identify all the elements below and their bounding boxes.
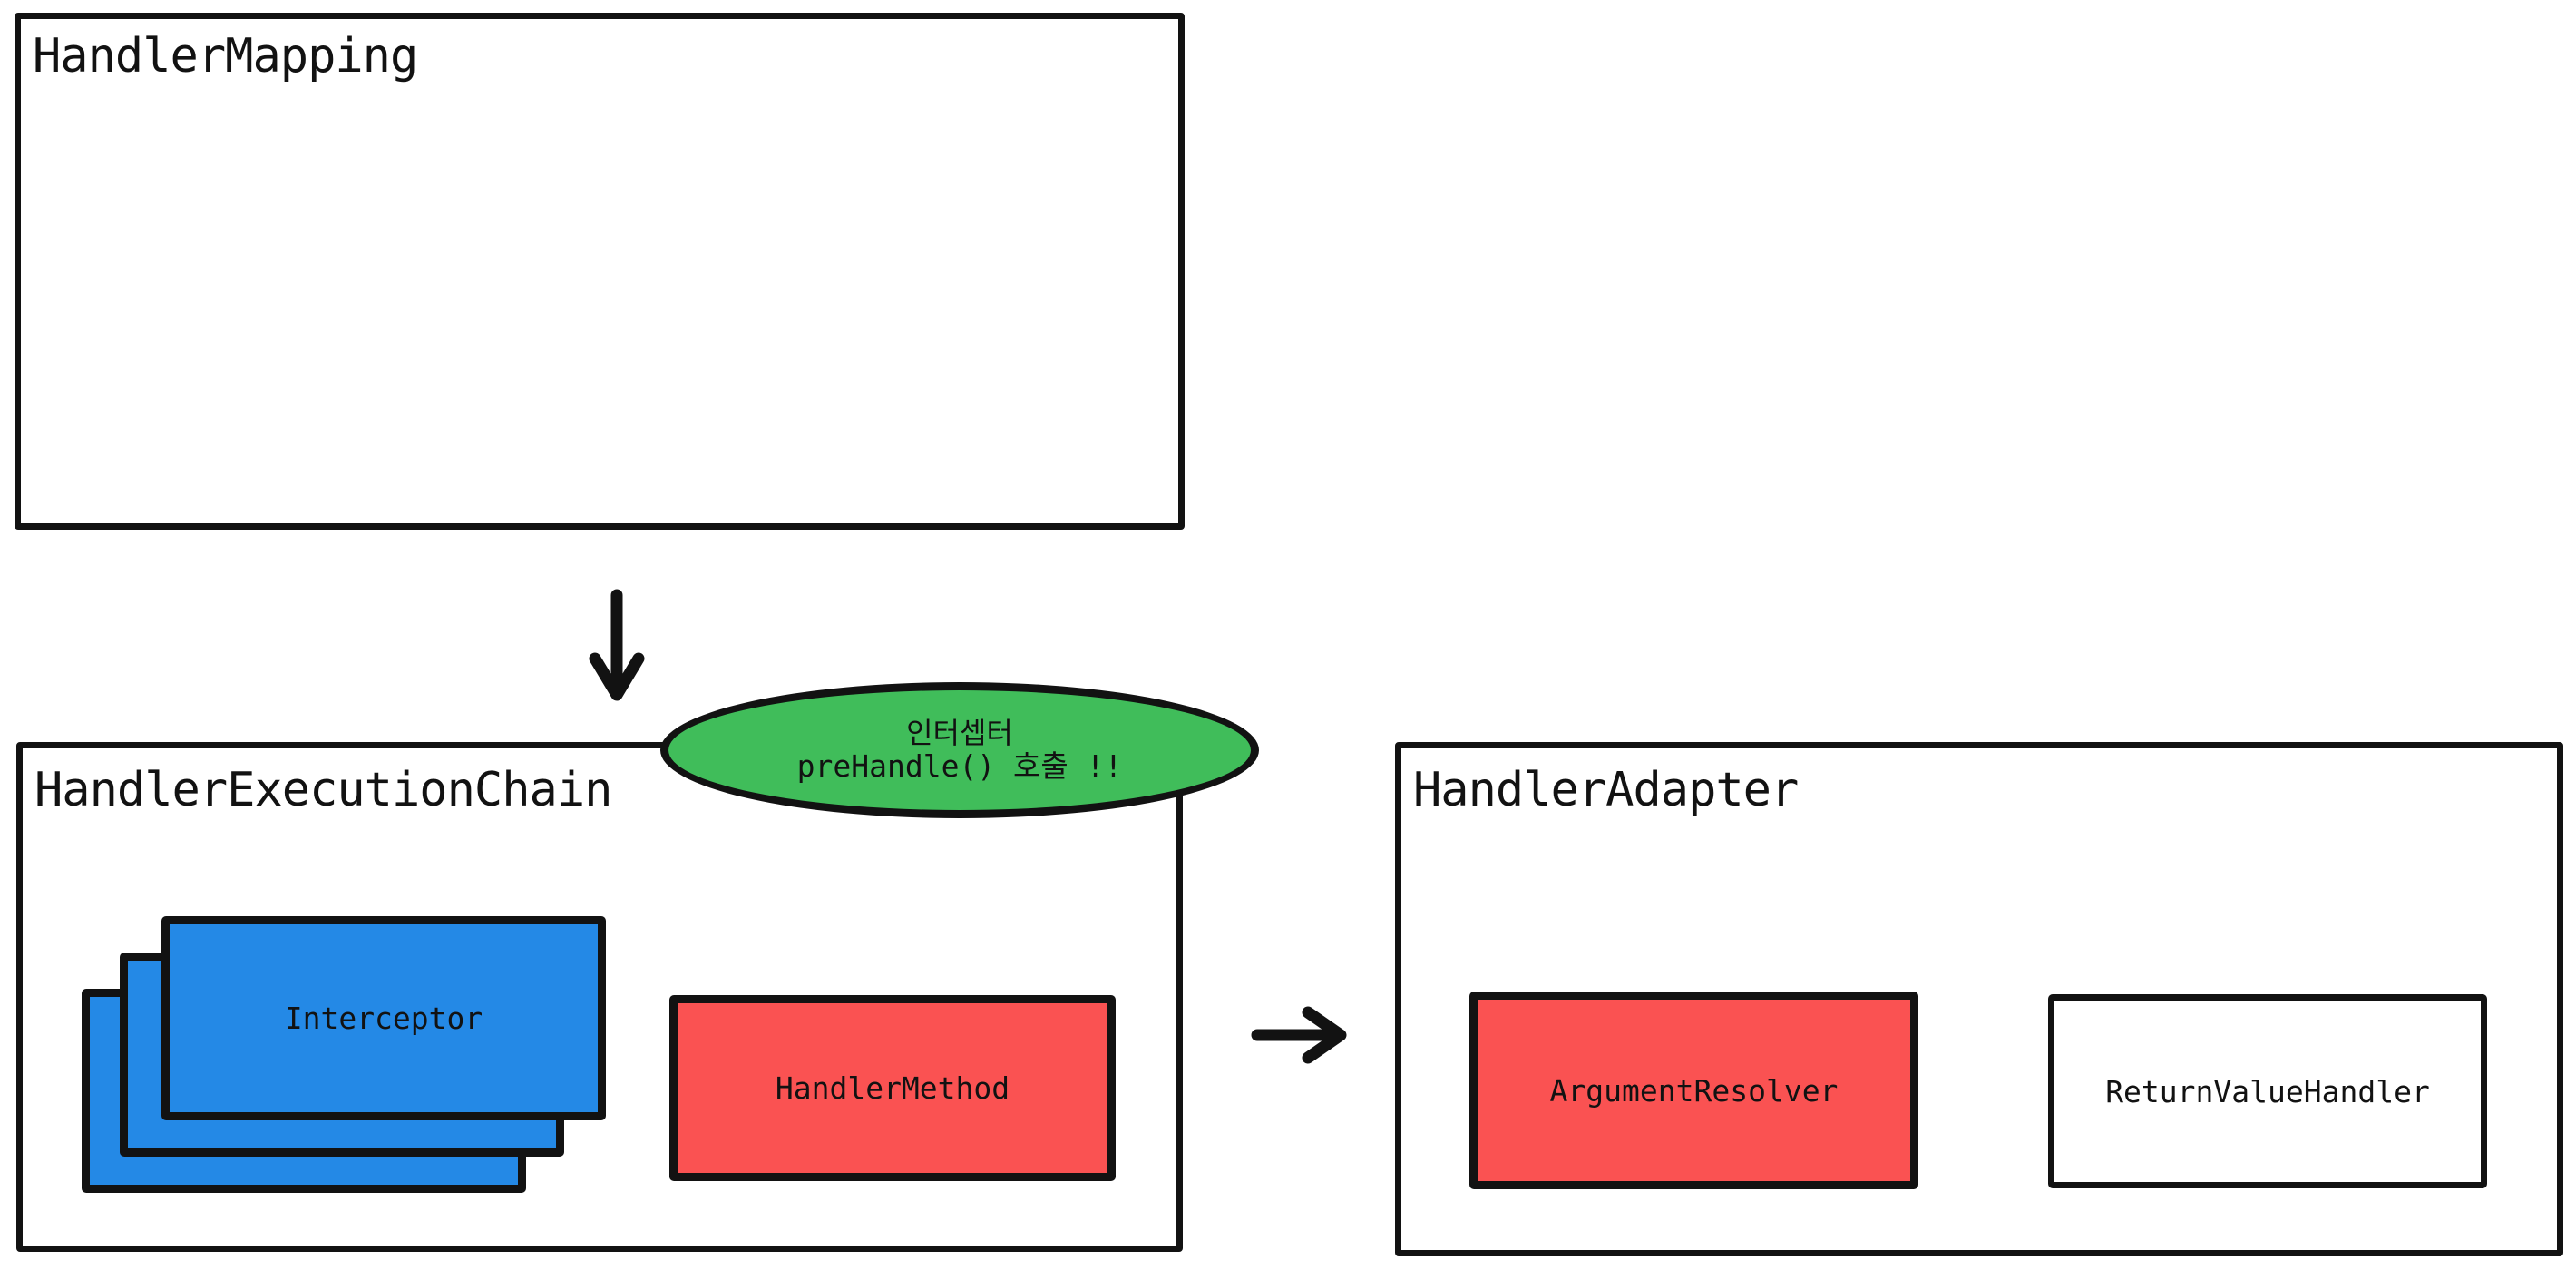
handler-mapping-title: HandlerMapping <box>33 29 418 83</box>
handler-mapping-box[interactable] <box>15 13 1185 530</box>
interceptor-callout-bubble[interactable]: 인터셉터 preHandle() 호출 !! <box>660 682 1259 818</box>
interceptor-stack[interactable]: Interceptor <box>82 916 644 1197</box>
handler-method-label: HandlerMethod <box>775 1070 1010 1106</box>
handler-method-box[interactable]: HandlerMethod <box>669 995 1116 1181</box>
interceptor-label: Interceptor <box>284 1001 483 1036</box>
handler-adapter-title: HandlerAdapter <box>1413 763 1799 817</box>
argument-resolver-box[interactable]: ArgumentResolver <box>1469 992 1918 1189</box>
arrow-down-icon <box>589 589 645 701</box>
handler-execution-chain-title: HandlerExecutionChain <box>34 763 612 817</box>
interceptor-box[interactable]: Interceptor <box>161 916 606 1120</box>
return-value-handler-label: ReturnValueHandler <box>2105 1073 2430 1109</box>
arrow-right-icon <box>1251 1006 1347 1064</box>
interceptor-callout-line-1: 인터셉터 <box>906 715 1013 750</box>
argument-resolver-label: ArgumentResolver <box>1549 1072 1839 1109</box>
interceptor-callout-line-2: preHandle() 호출 !! <box>796 748 1123 785</box>
return-value-handler-box[interactable]: ReturnValueHandler <box>2048 994 2487 1188</box>
